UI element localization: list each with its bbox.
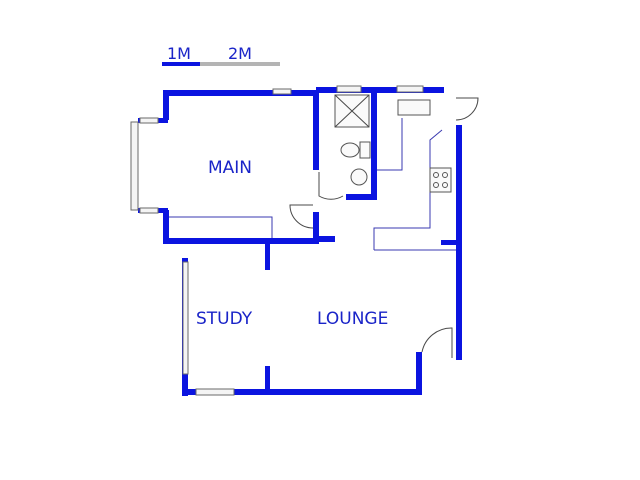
hall-stub-wall (313, 236, 335, 242)
kitchen-counter-line (373, 129, 443, 250)
main-bath-partition (313, 90, 319, 170)
bath-bottom-wall (346, 194, 377, 200)
bay-window (130, 121, 139, 211)
kitchen-sink-icon (397, 99, 431, 116)
toilet-icon (340, 142, 360, 158)
scale-bar: 1M 2M (162, 44, 280, 66)
lounge-right-lower-wall (416, 352, 422, 395)
bath-counter-line (377, 118, 403, 171)
stove-icon (429, 167, 452, 193)
main-door-swing (289, 204, 314, 229)
bath-door-swing (318, 172, 344, 200)
room-label-main: MAIN (208, 158, 252, 178)
study-bottom-window (195, 388, 235, 396)
scale-bar-dark-segment (162, 62, 200, 66)
kitchen-door-swing (455, 97, 479, 121)
basin-icon (350, 168, 368, 186)
main-left-wall-upper (163, 90, 169, 120)
bay-window-top (139, 117, 159, 124)
room-labels: MAIN STUDY LOUNGE (196, 158, 388, 329)
kitchen-top-window (396, 85, 424, 93)
main-left-wall-lower (163, 210, 169, 242)
fixtures (334, 94, 452, 193)
bath-right-wall (371, 90, 377, 198)
study-window (182, 261, 189, 375)
interior-lines (169, 118, 456, 251)
scale-label-2m: 2M (228, 44, 252, 63)
bay-window-bottom (139, 207, 159, 214)
bath-top-window (336, 85, 362, 93)
main-top-wall (163, 90, 316, 96)
room-label-study: STUDY (196, 309, 253, 329)
main-top-window (272, 88, 292, 95)
main-bath-partition-lower (313, 212, 319, 244)
study-divider-upper (265, 244, 270, 270)
study-divider-lower (265, 366, 270, 390)
room-label-lounge: LOUNGE (317, 309, 388, 329)
doors (289, 97, 479, 358)
wardrobe-line (169, 216, 273, 238)
bottom-wall (182, 389, 422, 395)
kitchen-stub-wall (441, 240, 456, 245)
right-exterior-wall (456, 125, 462, 360)
main-bottom-wall (163, 238, 318, 244)
front-door-swing (421, 327, 453, 358)
scale-bar-grey-segment (200, 62, 280, 66)
scale-label-1m: 1M (167, 44, 191, 63)
windows (130, 85, 424, 396)
